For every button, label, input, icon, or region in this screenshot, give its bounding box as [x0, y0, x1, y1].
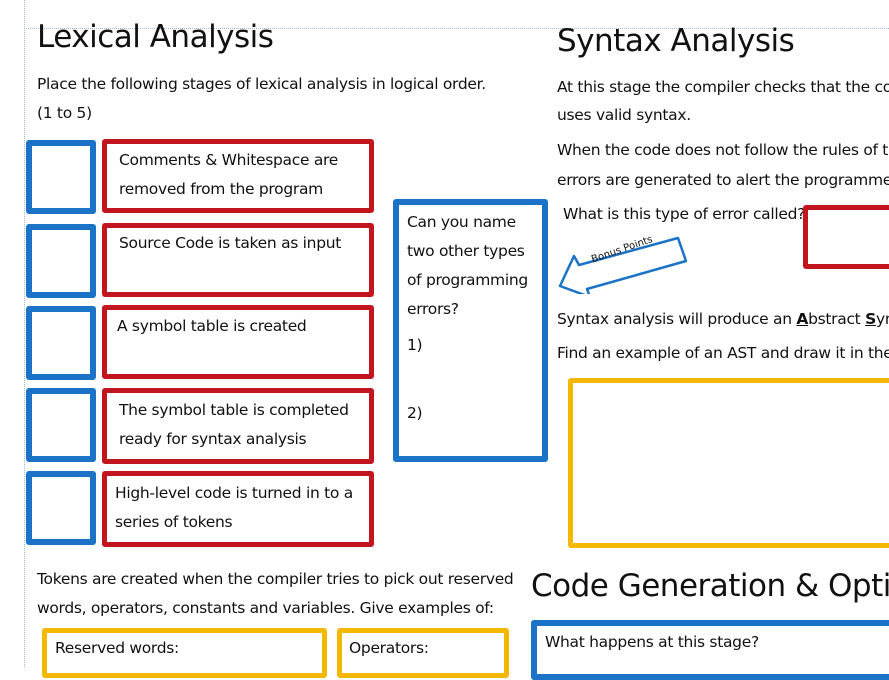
- syntax-line2: uses valid syntax.: [557, 106, 691, 124]
- codegen-question: What happens at this stage?: [545, 633, 759, 651]
- bonus-arrow-icon: [558, 236, 688, 294]
- stage-box-4: [102, 388, 374, 464]
- ast-mid1: bstract: [808, 310, 866, 328]
- ast-letter-s: S: [865, 310, 876, 328]
- order-box-4[interactable]: [26, 388, 96, 462]
- error-type-answer-box[interactable]: [803, 205, 889, 269]
- errors-item-2: 2): [407, 404, 423, 422]
- margin-guide-horizontal: [24, 28, 889, 29]
- lexical-instruction-line2: (1 to 5): [37, 104, 92, 122]
- ast-find-line: Find an example of an AST and draw it in…: [557, 344, 889, 362]
- syntax-line4: errors are generated to alert the progra…: [557, 171, 889, 189]
- reserved-words-label: Reserved words:: [55, 639, 179, 657]
- order-box-1[interactable]: [26, 140, 96, 214]
- operators-label: Operators:: [349, 639, 429, 657]
- stage-text-1: Comments & Whitespace are removed from t…: [119, 151, 338, 198]
- lexical-title: Lexical Analysis: [37, 19, 274, 55]
- tokens-line1: Tokens are created when the compiler tri…: [37, 570, 514, 588]
- errors-item-1: 1): [407, 336, 423, 354]
- order-box-5[interactable]: [26, 471, 96, 545]
- stage-box-1: [102, 139, 374, 213]
- order-box-2[interactable]: [26, 224, 96, 298]
- stage-box-2: [102, 223, 374, 297]
- order-box-3[interactable]: [26, 306, 96, 380]
- codegen-title: Code Generation & Opti: [531, 568, 889, 604]
- errors-box[interactable]: [393, 199, 548, 462]
- syntax-line3: When the code does not follow the rules …: [557, 141, 889, 159]
- stage-text-3: A symbol table is created: [117, 317, 307, 335]
- stage-text-4: The symbol table is completed ready for …: [119, 401, 349, 448]
- stage-text-2: Source Code is taken as input: [119, 234, 342, 252]
- stage-box-3: [102, 305, 374, 379]
- ast-line: Syntax analysis will produce an Abstract…: [557, 305, 889, 334]
- ast-letter-a: A: [796, 310, 809, 328]
- syntax-error-question: What is this type of error called?: [563, 205, 806, 223]
- errors-question: Can you name two other types of programm…: [407, 213, 528, 318]
- margin-guide-vertical: [24, 0, 25, 667]
- syntax-title: Syntax Analysis: [557, 23, 795, 59]
- tokens-line2: words, operators, constants and variable…: [37, 599, 494, 617]
- ast-line-pre: Syntax analysis will produce an: [557, 310, 797, 328]
- lexical-instruction-line1: Place the following stages of lexical an…: [37, 75, 486, 93]
- stage-box-5: [102, 471, 374, 547]
- stage-text-5: High-level code is turned in to a series…: [115, 484, 353, 531]
- ast-drawing-box[interactable]: [568, 378, 889, 548]
- ast-mid2: ynta: [875, 310, 889, 328]
- syntax-line1: At this stage the compiler checks that t…: [557, 78, 889, 96]
